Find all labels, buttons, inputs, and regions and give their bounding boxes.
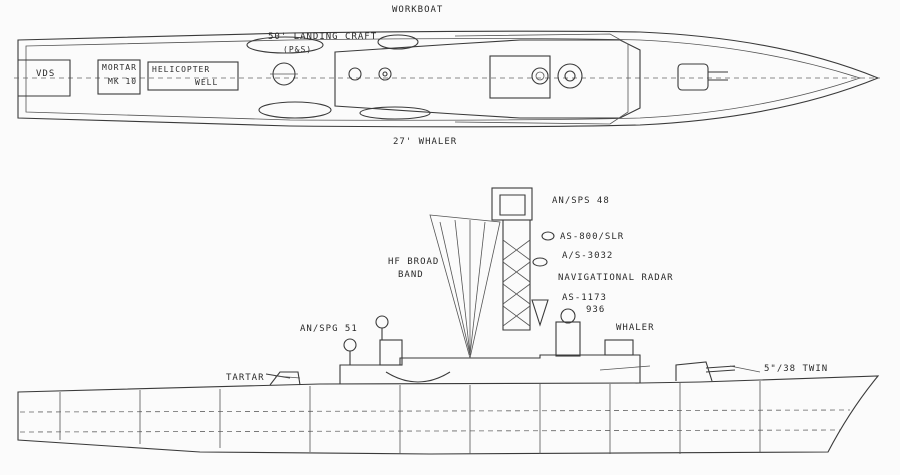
as-800-slr-label: AS-800/SLR [560,232,625,242]
gun-label: 5"/38 TWIN [764,364,829,374]
hf-broad-label-line2: BAND [398,270,424,280]
mortar-label-line1: MORTAR [102,63,137,72]
whaler-plan-label: 27' WHALER [393,137,458,147]
tartar-label: TARTAR [226,373,265,383]
landing-craft-sub-label: (P&S) [283,45,313,54]
vds-label: VDS [36,69,56,79]
workboat-label: WORKBOAT [392,5,444,15]
an-spg-51-label: AN/SPG 51 [300,324,358,334]
landing-craft-label: 50' LANDING CRAFT [268,32,378,42]
helicopter-label-line2: WELL [195,78,219,87]
mortar-label-line2: MK 10 [108,77,138,86]
whaler-profile-label: WHALER [616,323,655,333]
hf-broad-label-line1: HF BROAD [388,257,440,267]
an-sps-48-label: AN/SPS 48 [552,196,610,206]
helicopter-label-line1: HELICOPTER [152,65,211,74]
as-1173-label: AS-1173 [562,293,607,303]
navigational-radar-label: NAVIGATIONAL RADAR [558,273,674,283]
as-1173-sub-label: 936 [586,305,606,315]
as-3032-label: A/S-3032 [562,251,614,261]
